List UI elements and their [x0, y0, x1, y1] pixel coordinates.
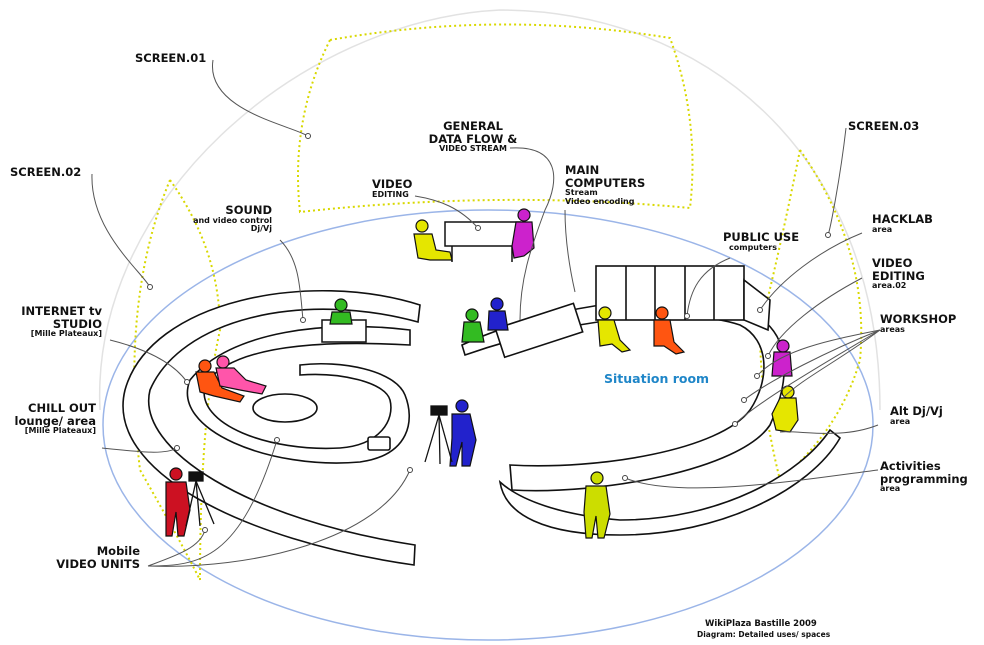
- figure-blue-camera: [449, 399, 477, 467]
- label-activities-sub: area: [880, 484, 901, 494]
- label-sound-title: SOUND: [225, 203, 272, 217]
- screen-03-outline: [758, 149, 863, 481]
- label-workshop-title: WORKSHOP: [880, 312, 957, 326]
- label-hacklab-title: HACKLAB: [872, 212, 933, 226]
- label-alt-dj-vj: Alt Dj/Vj area: [890, 405, 943, 426]
- label-internet-sub: [Mille Plateaux]: [30, 329, 102, 339]
- label-hacklab-sub: area: [872, 224, 893, 234]
- label-sound-sub2: Dj/Vj: [250, 224, 272, 234]
- label-video: VIDEO: [372, 177, 413, 191]
- figure-orange-studio: [195, 359, 245, 403]
- figure-yellowgreen-standing: [583, 471, 611, 539]
- label-screen-03: SCREEN.03: [848, 119, 920, 133]
- figure-magenta-workshop: [771, 339, 793, 377]
- label-video2-l2: EDITING: [872, 268, 925, 283]
- label-screen-02: SCREEN.02: [10, 165, 82, 179]
- credit-title: WikiPlaza Bastille 2009: [705, 619, 817, 629]
- figure-red-camera: [165, 467, 191, 537]
- label-public-sub: computers: [729, 242, 777, 252]
- label-sound-sub1: and video control: [193, 215, 272, 225]
- label-situation-room: Situation room: [604, 371, 710, 386]
- label-screen-01: SCREEN.01: [135, 51, 207, 65]
- leader-endpoints: [147, 133, 831, 533]
- label-mobile-l2: VIDEO UNITS: [56, 556, 140, 571]
- label-mobile-l1: Mobile: [96, 544, 140, 558]
- label-main-sub2: Video encoding: [565, 197, 635, 207]
- label-main-computers: MAIN COMPUTERS Stream Video encoding: [565, 164, 645, 207]
- label-chill-l1: CHILL OUT: [28, 401, 96, 415]
- label-activities-programming: Activities programming area: [880, 460, 968, 494]
- screen-01-outline: [297, 23, 694, 214]
- figure-magenta-editor: [511, 208, 535, 259]
- figure-orange-public: [653, 306, 686, 355]
- figure-green-computer: [461, 308, 485, 343]
- camera-tripod-left: [185, 471, 215, 527]
- label-public-title: PUBLIC USE: [723, 230, 800, 244]
- label-main-l1: MAIN: [565, 163, 600, 177]
- label-mobile-video-units: Mobile VIDEO UNITS: [30, 545, 140, 570]
- label-hacklab: HACKLAB area: [872, 213, 933, 234]
- figure-yellow-editor: [413, 219, 453, 261]
- label-video-editing-02: VIDEO EDITING area.02: [872, 257, 925, 291]
- leader-lines: [91, 59, 881, 567]
- label-main-sub1: Stream: [565, 188, 598, 198]
- label-internet-l2: STUDIO: [52, 316, 102, 331]
- label-chill-out: CHILL OUT lounge/ area [Mille Plateaux]: [0, 402, 96, 436]
- label-activities-l1: Activities: [880, 459, 941, 473]
- label-video-sub: EDITING: [372, 189, 409, 199]
- credit-subtitle: Diagram: Detailed uses/ spaces: [697, 630, 831, 639]
- label-video2-sub: area.02: [872, 281, 907, 291]
- label-public-use: PUBLIC USE computers: [723, 231, 799, 252]
- figure-blue-computer: [487, 297, 509, 331]
- label-main-l2: COMPUTERS: [565, 175, 646, 190]
- figure-yellow-public: [597, 306, 632, 353]
- label-alt-sub: area: [890, 416, 911, 426]
- label-internet-l1: INTERNET tv: [21, 304, 102, 318]
- label-video2-l1: VIDEO: [872, 256, 913, 270]
- label-general-l1: GENERAL: [443, 119, 503, 133]
- label-general-l3: VIDEO STREAM: [439, 144, 507, 154]
- editing-table: [444, 221, 521, 262]
- label-workshop-sub: areas: [880, 324, 905, 334]
- label-general-data-flow: GENERAL DATA FLOW & VIDEO STREAM: [420, 120, 526, 154]
- label-workshop: WORKSHOP areas: [880, 313, 956, 334]
- camera-tripod-center: [424, 405, 453, 465]
- label-internet-tv-studio: INTERNET tv STUDIO [Mille Plateaux]: [0, 305, 102, 339]
- figure-pink-studio: [215, 355, 267, 395]
- screen-02-outline: [133, 179, 222, 581]
- label-chill-l2: lounge/ area: [14, 413, 96, 428]
- label-general-l2: DATA FLOW &: [428, 131, 518, 146]
- label-sound: SOUND and video control Dj/Vj: [190, 204, 272, 234]
- floor-ellipse: [102, 209, 874, 641]
- label-alt-title: Alt Dj/Vj: [890, 404, 943, 418]
- label-activities-l2: programming: [880, 471, 968, 486]
- label-chill-sub: [Mille Plateaux]: [24, 426, 96, 436]
- figure-green-sound: [329, 298, 353, 325]
- label-video-editing: VIDEO EDITING: [372, 178, 412, 199]
